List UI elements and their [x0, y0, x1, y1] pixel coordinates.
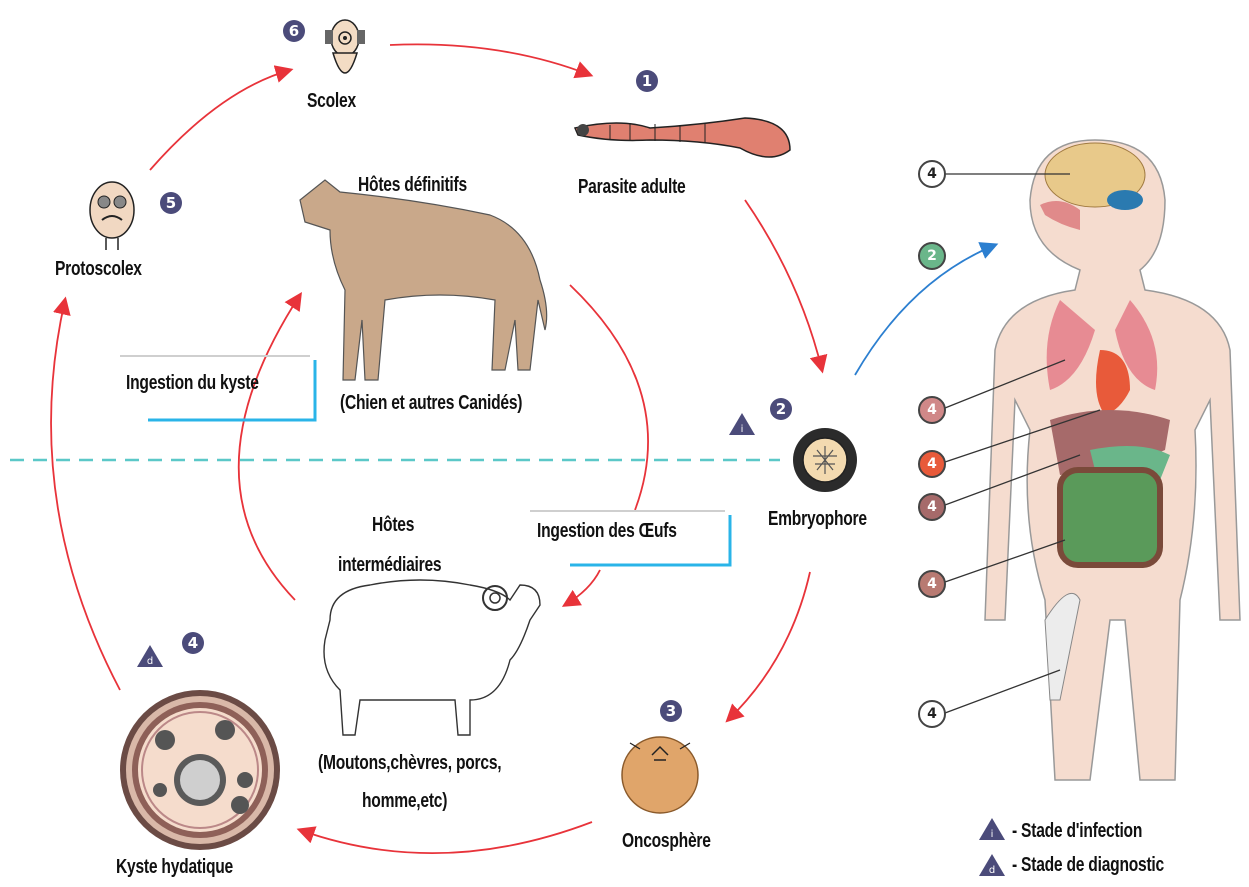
- label-intermediate-hosts-examples-line1: (Moutons,chèvres, porcs,: [318, 752, 501, 775]
- arrow-embryophore-to-oncosphere: [728, 572, 810, 720]
- label-egg-ingestion: Ingestion des Œufs: [537, 520, 677, 543]
- human-organ-bone-number: 4: [918, 700, 946, 728]
- oncosphere-illustration: [622, 737, 698, 813]
- human-organ-liver-number: 4: [918, 493, 946, 521]
- legend-diagnostic-stage: - Stade de diagnostic: [1012, 854, 1164, 877]
- arrow-adult-to-embryophore: [745, 200, 822, 370]
- human-organ-brain-number: 4: [918, 160, 946, 188]
- svg-text:d: d: [147, 656, 153, 667]
- label-hydatid-cyst: Kyste hydatique: [116, 856, 233, 879]
- human-organ-heart-number: 4: [918, 450, 946, 478]
- hydatid-cyst-illustration: [120, 690, 280, 850]
- dog-illustration: [300, 180, 547, 380]
- svg-text:i: i: [741, 424, 744, 435]
- step-number-cyst: 4: [182, 632, 204, 654]
- label-scolex: Scolex: [307, 90, 356, 113]
- label-embryophore: Embryophore: [768, 508, 867, 531]
- arrow-cyst-to-protoscolex: [51, 300, 120, 690]
- label-cyst-ingestion: Ingestion du kyste: [126, 372, 259, 395]
- arrow-dog-to-egg-ingestion: [570, 285, 648, 510]
- scolex-illustration: [325, 20, 365, 73]
- svg-text:i: i: [991, 829, 994, 840]
- arrow-scolex-to-adult: [390, 44, 590, 75]
- human-organ-lung-number: 4: [918, 396, 946, 424]
- adult-parasite-illustration: [575, 118, 790, 157]
- step-number-embryophore: 2: [770, 398, 792, 420]
- label-adult-parasite: Parasite adulte: [578, 176, 685, 199]
- label-intermediate-hosts-examples-line2: homme,etc): [362, 790, 447, 813]
- label-definitive-hosts-examples: (Chien et autres Canidés): [340, 392, 522, 415]
- embryophore-illustration: [793, 428, 857, 492]
- arrow-protoscolex-to-scolex: [150, 70, 290, 170]
- arrow-oncosphere-to-cyst: [300, 822, 592, 853]
- label-definitive-hosts: Hôtes définitifs: [358, 174, 467, 197]
- arrow-cyst-ingestion-to-dog: [239, 295, 300, 600]
- legend-infection-stage: - Stade d'infection: [1012, 820, 1142, 843]
- sheep-illustration: [324, 580, 540, 735]
- svg-text:d: d: [989, 865, 995, 876]
- protoscolex-illustration: [90, 182, 134, 250]
- label-oncosphere: Oncosphère: [622, 830, 711, 853]
- label-intermediate-hosts-line1: Hôtes: [372, 514, 414, 537]
- human-organ-intestine-number: 4: [918, 570, 946, 598]
- step-number-scolex: 6: [283, 20, 305, 42]
- step-number-oncosphere: 3: [660, 700, 682, 722]
- step-number-protoscolex: 5: [160, 192, 182, 214]
- label-intermediate-hosts-line2: intermédiaires: [338, 554, 441, 577]
- step-number-adult: 1: [636, 70, 658, 92]
- arrow-egg-ingestion-to-sheep: [565, 570, 600, 605]
- label-protoscolex: Protoscolex: [55, 258, 142, 281]
- human-route-number: 2: [918, 242, 946, 270]
